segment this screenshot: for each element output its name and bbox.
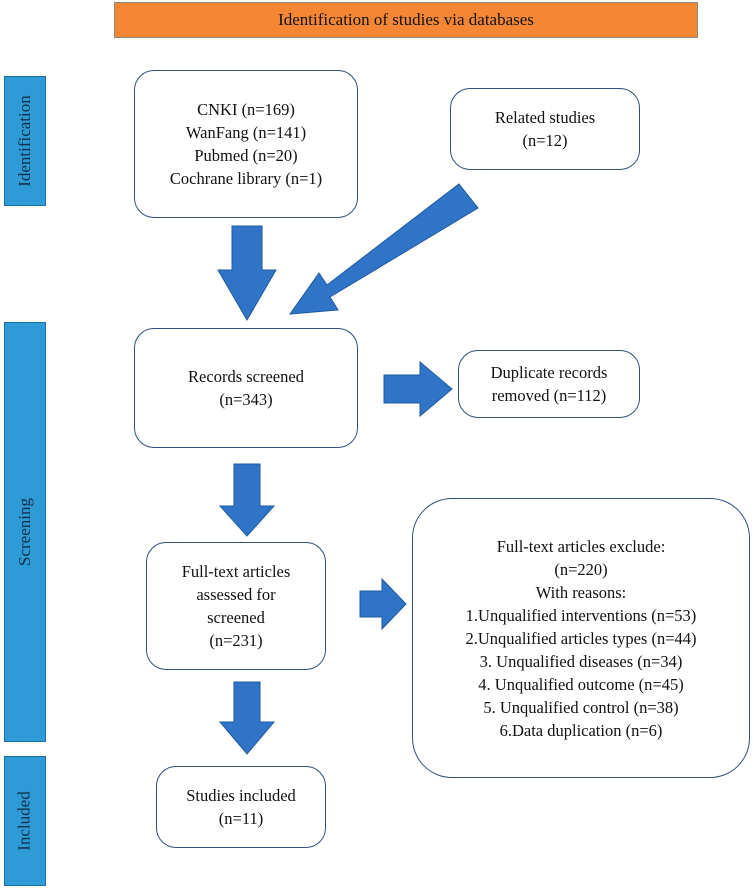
phase-included: Included [4, 756, 46, 886]
excluded-line: Full-text articles exclude: [496, 536, 666, 556]
header-title: Identification of studies via databases [278, 10, 534, 29]
fulltext-line: assessed for [196, 585, 276, 604]
databases-line: WanFang (n=141) [185, 123, 307, 142]
excluded-line: 2.Unqualified articles types (n=44) [465, 628, 697, 648]
arrow-right-icon [383, 360, 453, 418]
databases-line: CNKI (n=169) [197, 100, 295, 119]
studies-included-box: Studies included (n=11) [156, 766, 326, 848]
duplicates-line: removed (n=112) [491, 386, 607, 405]
arrow-diagonal-icon [288, 183, 479, 315]
databases-line: Cochrane library (n=1) [169, 169, 323, 188]
screened-line: (n=343) [219, 390, 273, 409]
records-screened-box: Records screened (n=343) [134, 328, 358, 448]
duplicate-records-box: Duplicate records removed (n=112) [458, 350, 640, 418]
excluded-line: 6.Data duplication (n=6) [499, 720, 663, 740]
arrow-right-icon [359, 577, 407, 631]
fulltext-excluded-box: Full-text articles exclude: (n=220) With… [412, 498, 750, 778]
related-studies-box: Related studies (n=12) [450, 88, 640, 170]
excluded-line: With reasons: [535, 582, 627, 602]
excluded-line: 1.Unqualified interventions (n=53) [465, 605, 697, 625]
fulltext-line: Full-text articles [181, 562, 291, 581]
excluded-line: 5. Unqualified control (n=38) [483, 697, 679, 717]
arrow-down-icon [218, 463, 276, 537]
phase-screening: Screening [4, 322, 46, 742]
arrow-down-icon [217, 225, 277, 321]
header-banner: Identification of studies via databases [114, 2, 698, 38]
duplicates-line: Duplicate records [490, 363, 608, 382]
excluded-line: (n=220) [554, 559, 608, 579]
databases-line: Pubmed (n=20) [194, 146, 298, 165]
phase-identification: Identification [4, 76, 46, 206]
included-line: Studies included [186, 786, 296, 805]
related-line: Related studies [494, 108, 596, 127]
databases-box: CNKI (n=169) WanFang (n=141) Pubmed (n=2… [134, 70, 358, 218]
excluded-line: 4. Unqualified outcome (n=45) [478, 674, 684, 694]
included-line: (n=11) [218, 809, 264, 828]
fulltext-line: (n=231) [209, 631, 263, 650]
arrow-down-icon [218, 681, 276, 755]
screened-line: Records screened [188, 367, 304, 386]
related-line: (n=12) [522, 131, 568, 150]
fulltext-line: screened [207, 608, 265, 627]
excluded-line: 3. Unqualified diseases (n=34) [479, 651, 683, 671]
fulltext-assessed-box: Full-text articles assessed for screened… [146, 542, 326, 670]
